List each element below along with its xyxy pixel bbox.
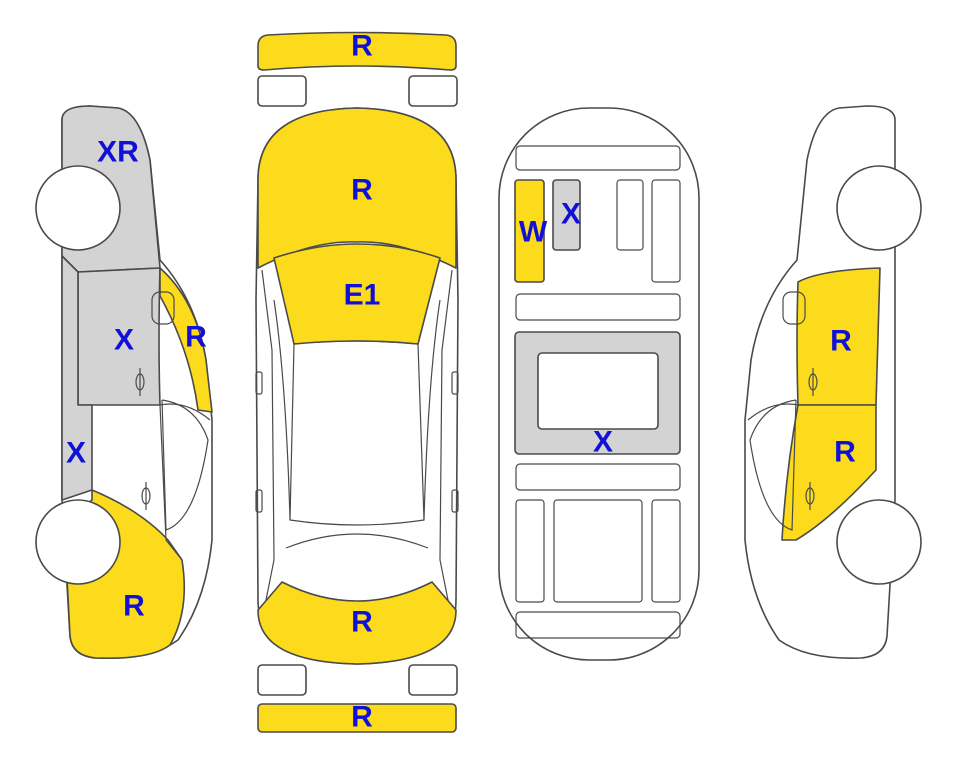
right-front-door-handle (805, 482, 815, 510)
left-rear-door-edge-label: R (185, 321, 207, 354)
underbody-lower-right (651, 499, 681, 603)
top-right-handle (451, 489, 459, 513)
right-rear-door-handle (808, 368, 818, 396)
underbody-mid-bar (515, 293, 681, 321)
left-rear-door-label: X (114, 324, 134, 357)
left-side-door-line (159, 404, 183, 561)
windshield-line (285, 533, 429, 549)
right-rear-door-label: R (830, 325, 852, 358)
left-rear-door-edge-panel (159, 267, 213, 413)
rear-bumper-label: R (351, 30, 373, 63)
left-mirror (151, 291, 175, 325)
right-rear-wheel (836, 165, 922, 251)
top-left-side-line (261, 269, 275, 621)
hood-label: R (351, 606, 373, 639)
underbody-bottom-bar (515, 611, 681, 639)
underbody-slot-1 (616, 179, 644, 251)
trunk-label: R (351, 174, 373, 207)
left-front-quarter-label: X (66, 437, 86, 470)
front-left-light (257, 664, 307, 696)
top-view: R R E1 R R (255, 30, 459, 734)
left-front-door-handle (141, 482, 151, 510)
underbody-lower-left (515, 499, 545, 603)
underbody-right-rail-label: X (561, 198, 581, 231)
underbody-lower-center (553, 499, 643, 603)
right-front-door-label: R (834, 436, 856, 469)
underbody-view: W X X (498, 107, 700, 661)
right-front-wheel (836, 499, 922, 585)
underbody-center-pan-label: X (593, 426, 613, 459)
right-side-view: R R (744, 105, 922, 659)
underbody-right-rail (552, 179, 581, 251)
top-right-mirror (451, 371, 459, 395)
right-mirror (782, 291, 806, 325)
front-right-light (408, 664, 458, 696)
underbody-left-rail-label: W (519, 216, 548, 249)
right-front-door-panel (781, 404, 877, 541)
underbody-left-rail (514, 179, 545, 283)
left-rear-quarter-label: XR (97, 136, 139, 169)
rear-left-light (257, 75, 307, 107)
right-side-window-glass (749, 399, 797, 531)
left-rear-wheel (35, 165, 121, 251)
top-right-side-line (439, 269, 453, 621)
underbody-center-window (537, 352, 659, 430)
left-side-window-glass (161, 399, 209, 531)
front-bumper-panel (257, 703, 457, 733)
underbody-lower-bar (515, 463, 681, 491)
underbody-top-bar (515, 145, 681, 171)
left-front-quarter-panel (61, 255, 93, 501)
top-right-window (423, 299, 441, 521)
trunk-panel (257, 107, 457, 269)
hood-panel (257, 581, 457, 665)
top-left-handle (255, 489, 263, 513)
left-rear-door-handle (135, 368, 145, 396)
underbody-slot-2 (651, 179, 681, 283)
left-side-view: XR X R X R (35, 105, 213, 660)
roof-rear-label: E1 (344, 279, 381, 312)
rear-bumper-panel (257, 31, 457, 71)
right-side-window-line (747, 403, 799, 421)
left-side-window-line (159, 403, 211, 421)
rear-right-light (408, 75, 458, 107)
front-bumper-label: R (351, 701, 373, 734)
left-front-wheel (35, 499, 121, 585)
left-front-fender-label: R (123, 590, 145, 623)
top-left-window (273, 299, 291, 521)
top-left-mirror (255, 371, 263, 395)
